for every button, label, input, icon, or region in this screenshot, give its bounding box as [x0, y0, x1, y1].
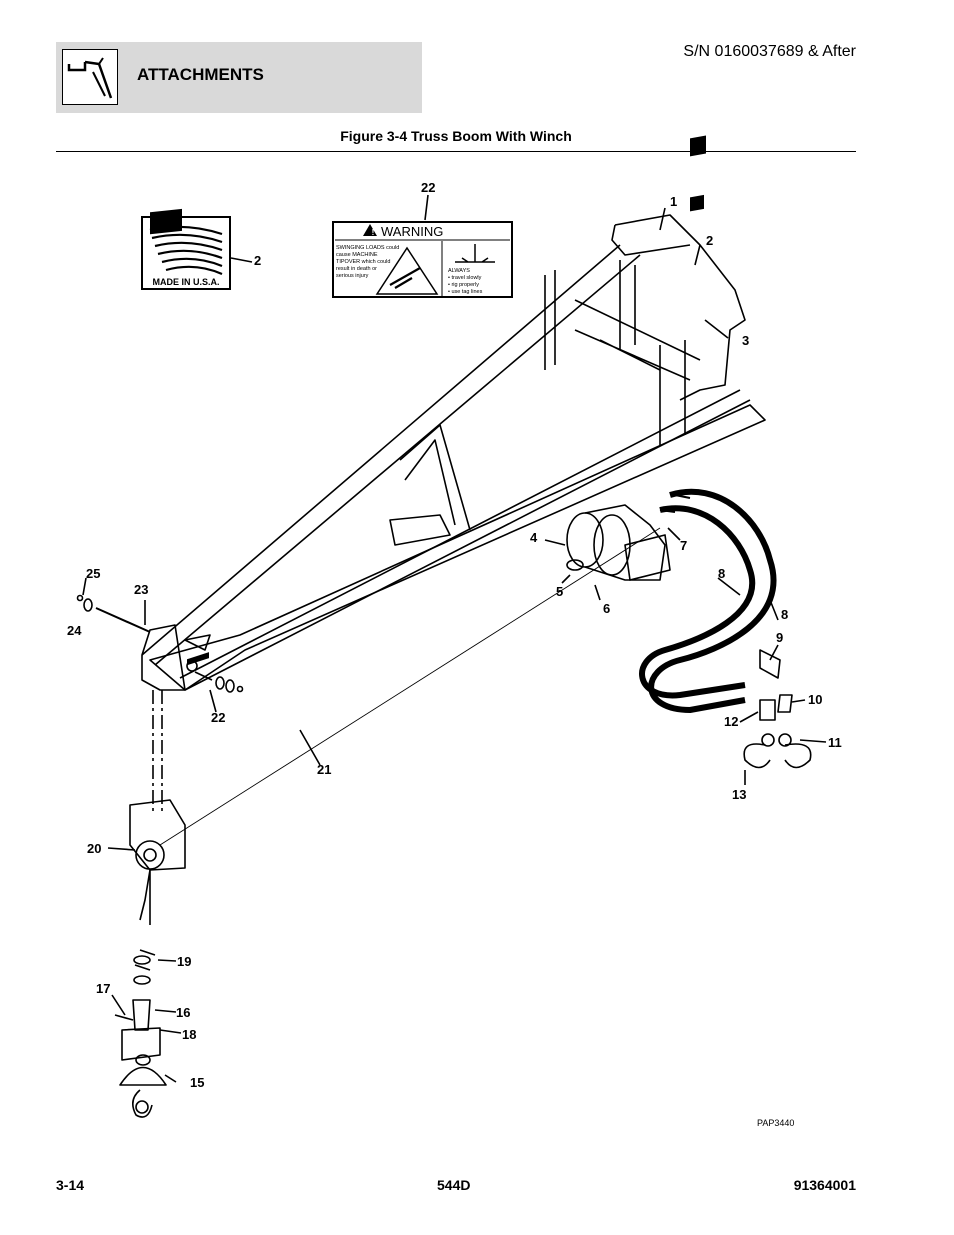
- callout-22-tip: 22: [211, 710, 225, 725]
- warning-right2: • travel slowly: [448, 275, 482, 281]
- serial-number: S/N 0160037689 & After: [683, 43, 856, 60]
- callout-1: 1: [670, 194, 677, 209]
- rigging-icon: [455, 244, 495, 263]
- callout-4: 4: [530, 530, 538, 545]
- us-flag-icon: [149, 225, 223, 276]
- callout-20: 20: [87, 841, 101, 856]
- callout-6: 6: [603, 601, 610, 616]
- callout-11: 11: [828, 735, 842, 750]
- callout-18: 18: [182, 1027, 196, 1042]
- warning-heading: WARNING: [381, 224, 443, 239]
- made-in-usa-decal: MADE IN U.S.A.: [141, 208, 231, 290]
- callout-13: 13: [732, 787, 746, 802]
- callout-22-decal: 22: [421, 180, 435, 195]
- made-in-usa-text: MADE IN U.S.A.: [152, 277, 219, 287]
- callout-2-frame: 2: [706, 233, 713, 248]
- warning-line4: result in death or: [336, 266, 377, 272]
- callout-16: 16: [176, 1005, 190, 1020]
- callout-23: 23: [134, 582, 148, 597]
- header-rule: [56, 151, 856, 152]
- footer-model: 544D: [437, 1177, 471, 1193]
- callout-17: 17: [96, 981, 110, 996]
- warning-line3: TIPOVER which could: [336, 259, 390, 265]
- callout-12: 12: [724, 714, 738, 729]
- callout-7: 7: [680, 538, 687, 553]
- warning-line5: serious injury: [336, 273, 369, 279]
- footer-manual-number: 91364001: [793, 1177, 856, 1193]
- tipover-triangle-icon: [375, 246, 439, 295]
- callout-8-lower: 8: [781, 607, 788, 622]
- callout-24: 24: [67, 623, 82, 638]
- callout-5: 5: [556, 584, 563, 599]
- callout-19: 19: [177, 954, 191, 969]
- warning-line2: cause MACHINE: [336, 252, 378, 258]
- figure-reference: PAP3440: [757, 1118, 795, 1128]
- warning-right4: • use tag lines: [448, 289, 483, 295]
- warning-right3: • rig properly: [448, 282, 479, 288]
- footer-page-number: 3-14: [56, 1177, 85, 1193]
- callout-9: 9: [776, 630, 783, 645]
- callout-10: 10: [808, 692, 822, 707]
- svg-text:!: !: [372, 228, 375, 237]
- callout-25: 25: [86, 566, 100, 581]
- figure-title: Figure 3-4 Truss Boom With Winch: [340, 128, 572, 144]
- callout-2-decal: 2: [254, 253, 261, 268]
- callout-8-upper: 8: [718, 566, 725, 581]
- wrench-arm-icon: [62, 49, 118, 105]
- section-title: ATTACHMENTS: [137, 65, 264, 84]
- warning-triangle-icon: [363, 224, 377, 236]
- warning-line1: SWINGING LOADS could: [336, 245, 399, 251]
- warning-decal: ! WARNING SWINGING LOADS could cause MAC…: [332, 221, 513, 298]
- callout-15: 15: [190, 1075, 204, 1090]
- callout-21: 21: [317, 762, 331, 777]
- callout-3: 3: [742, 333, 749, 348]
- warning-right1: ALWAYS: [448, 268, 470, 274]
